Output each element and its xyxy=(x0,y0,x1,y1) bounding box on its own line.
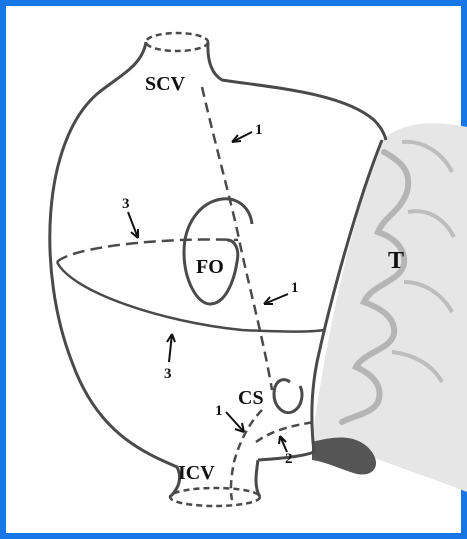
scv-opening xyxy=(146,33,208,51)
label-t: T xyxy=(388,248,404,274)
right-atrium-diagram: SCV ICV FO CS T 1 1 1 2 3 3 xyxy=(12,12,467,539)
tricuspid-tissue xyxy=(312,123,467,492)
icv-right-wall xyxy=(256,460,260,497)
label-2: 2 xyxy=(285,451,293,467)
label-scv: SCV xyxy=(145,73,186,95)
label-3-top: 3 xyxy=(122,196,130,212)
arrows xyxy=(128,132,288,452)
label-3-bottom: 3 xyxy=(164,366,172,382)
label-icv: ICV xyxy=(178,462,215,484)
label-1-mid: 1 xyxy=(291,280,299,296)
label-1-top: 1 xyxy=(255,122,263,138)
coronary-sinus xyxy=(274,380,302,413)
icv-opening xyxy=(170,488,260,506)
label-1-low: 1 xyxy=(215,403,223,419)
label-fo: FO xyxy=(196,256,224,278)
line-2 xyxy=(256,422,317,442)
scv-left-wall xyxy=(50,42,180,497)
scv-right-wall xyxy=(208,42,386,140)
label-cs: CS xyxy=(238,387,264,409)
